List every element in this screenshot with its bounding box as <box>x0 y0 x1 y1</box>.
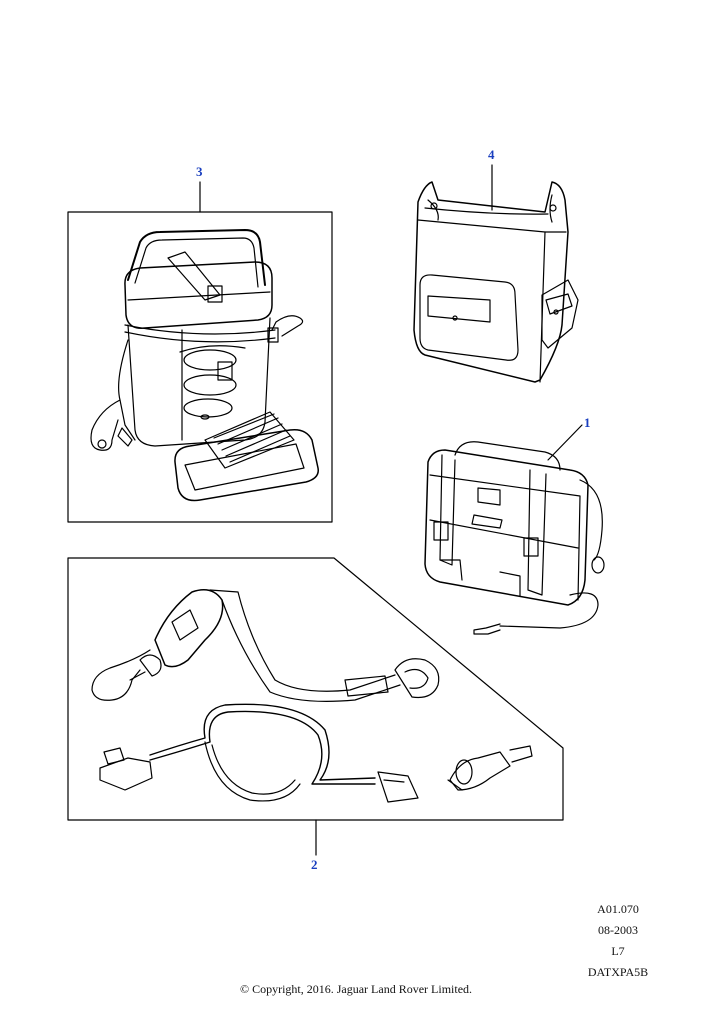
callout-2: 2 <box>311 857 318 872</box>
item3-frame <box>67 211 333 523</box>
reference-level: L7 <box>611 944 625 958</box>
reference-id: DATXPA5B <box>587 965 649 979</box>
copyright-notice: © Copyright, 2016. Jaguar Land Rover Lim… <box>239 982 473 996</box>
callout-3: 3 <box>196 164 203 179</box>
callout-4: 4 <box>488 147 495 162</box>
bag-illustration <box>413 181 579 383</box>
item2-frame <box>67 557 564 821</box>
battery-box-illustration <box>424 441 605 635</box>
reference-code: A01.070 <box>597 902 639 916</box>
reference-date: 08-2003 <box>598 923 638 937</box>
coolbox-illustration <box>90 229 319 502</box>
strap-and-cable-illustration <box>91 589 533 803</box>
item1-leader <box>547 424 583 461</box>
callout-1: 1 <box>584 415 591 430</box>
